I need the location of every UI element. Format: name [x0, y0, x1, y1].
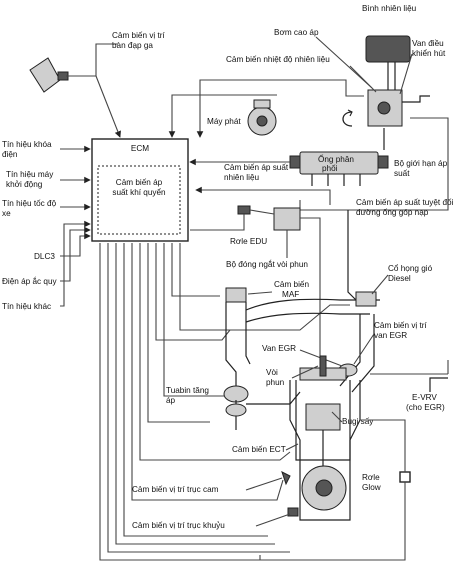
evrv-label-1: E-VRV [412, 393, 437, 402]
edu-relay [237, 205, 251, 215]
starter-signal-label-2: khởi động [6, 180, 43, 189]
map-sensor: Cảm biến áp suất tuyệt đối đường ống góp… [195, 186, 454, 301]
turbocharger: Tuabin tăng áp [166, 385, 301, 430]
ecm-left-labels: Tín hiệu khóa điện Tín hiệu máy khởi độn… [2, 140, 58, 311]
alternator: Máy phát [168, 94, 277, 138]
turbo-label-2: áp [166, 396, 176, 405]
ecm-box [91, 138, 189, 242]
pedal-sensor-label-2: bàn đạp ga [112, 41, 153, 50]
high-pressure-pump: Bơm cao áp Van điều khiển hút Cảm biến n… [226, 28, 446, 127]
atmospheric-sensor-label-1: Cảm biến áp [116, 178, 163, 187]
map-sensor-label-2: đường ống góp nạp [356, 208, 429, 217]
dlc3-label: DLC3 [34, 252, 55, 261]
fuel-pressure-sensor-label-1: Cảm biến áp suất [224, 163, 289, 172]
starter-signal-label-1: Tín hiệu máy [6, 170, 54, 179]
atmospheric-sensor-label-2: suất khí quyển [112, 187, 166, 197]
ignition-signal-label-1: Tín hiệu khóa [2, 140, 52, 149]
pressure-limiter-label-2: suất [394, 169, 410, 178]
vehicle-speed-label-1: Tín hiệu tốc độ [2, 199, 57, 208]
piston [305, 403, 341, 431]
cam-sensor-label: Cảm biến vị trí trục cam [132, 485, 219, 494]
injector-label-1: Vòi [266, 368, 278, 377]
evrv-label-2: (cho EGR) [406, 403, 445, 412]
injector [319, 355, 327, 377]
pump-wires [196, 79, 449, 211]
fuel-pressure-sensor-label-2: nhiên liệu [224, 173, 259, 182]
intake-system: Cảm biến MAF Cổ họng gió Diesel [225, 263, 433, 394]
atmospheric-sensor-box [97, 165, 181, 235]
throttle-label-1: Cổ họng gió [388, 263, 433, 273]
maf-label-2: MAF [282, 290, 299, 299]
fuel-tank-body [365, 35, 411, 63]
cam-sensor [281, 471, 291, 486]
throttle-label-2: Diesel [388, 274, 411, 283]
rail-label-1: Ống phân [318, 153, 354, 164]
ignition-signal-label-2: điện [2, 150, 18, 159]
crank-sensor-label: Cảm biến vị trí trục khuỷu [132, 521, 225, 530]
alternator-label: Máy phát [207, 117, 241, 126]
rail-label-2: phối [322, 164, 338, 173]
other-signals-label: Tín hiệu khác [2, 302, 51, 311]
pedal-sensor-label-1: Cảm biến vị trí [112, 31, 166, 40]
edu-relay-label: Rơle EDU [230, 237, 267, 246]
edu-unit: Rơle EDU Bộ đóng ngắt vòi phun [190, 205, 321, 360]
pressure-limiter-label-1: Bộ giới hạn áp [394, 159, 448, 168]
glow-relay-box [399, 471, 411, 483]
suction-valve-label-2: khiển hút [412, 48, 446, 58]
battery-voltage-label: Điện áp ắc quy [2, 276, 58, 286]
throttle-body [355, 291, 377, 307]
engine-block: Vòi phun Bugi sấy Cảm biến ECT Cảm biến … [132, 355, 374, 530]
maf-sensor-body [225, 287, 247, 303]
suction-valve-label-1: Van điều [412, 39, 444, 48]
glow-relay: Rơle Glow [260, 419, 411, 561]
egr-position-label-1: Cảm biến vị trí [374, 321, 428, 330]
egr-valve-label: Van EGR [262, 344, 296, 353]
fuel-temp-sensor-label: Cảm biến nhiệt độ nhiên liệu [226, 55, 330, 64]
injector-label-2: phun [266, 378, 285, 387]
accelerator-pedal-sensor: Cảm biến vị trí bàn đạp ga [29, 31, 166, 138]
injector-driver-label: Bộ đóng ngắt vòi phun [226, 259, 308, 269]
map-sensor-label-1: Cảm biến áp suất tuyệt đối [356, 198, 454, 207]
ecm-bottom-wires [99, 243, 350, 561]
vehicle-speed-label-2: xe [2, 209, 11, 218]
ect-sensor-label: Cảm biến ECT [232, 445, 286, 454]
glow-relay-label-2: Glow [362, 483, 381, 492]
fuel-tank-label: Bình nhiên liệu [362, 4, 417, 13]
ecm-block: ECM Cảm biến áp suất khí quyển [91, 138, 189, 242]
pump-label: Bơm cao áp [274, 28, 319, 37]
edu-body [273, 207, 301, 231]
egr-position-label-2: van EGR [374, 331, 407, 340]
maf-label-1: Cảm biến [274, 280, 309, 289]
common-rail: Ống phân phối Bộ giới hạn áp suất Cảm bi… [189, 128, 448, 186]
ecm-input-arrows [60, 145, 91, 307]
ecm-label: ECM [131, 144, 149, 153]
glow-relay-label-1: Rơle [362, 473, 380, 482]
glow-plug-label: Bugi sấy [342, 417, 374, 426]
turbo-label-1: Tuabin tăng [166, 386, 209, 395]
crank-sensor [287, 507, 299, 517]
